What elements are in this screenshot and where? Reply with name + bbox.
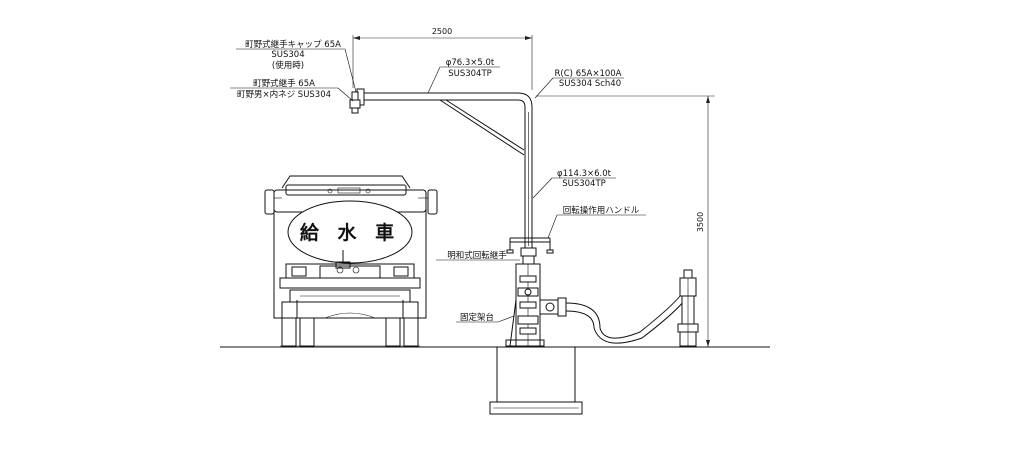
callout-joint: 町野式継手 65A 町野男×内ネジ SUS304 bbox=[230, 78, 354, 102]
callout-handle: 回転操作用ハンドル bbox=[547, 205, 646, 239]
rotation-handle bbox=[506, 237, 554, 254]
arm-pipe bbox=[362, 92, 525, 156]
callout-cap: 町野式継手キャップ 65A SUS304 (使用時) bbox=[236, 39, 357, 93]
cap-label-2: SUS304 bbox=[271, 50, 304, 60]
stand-label: 固定架台 bbox=[460, 312, 494, 323]
post-pipe-label-1: φ114.3×6.0t bbox=[557, 169, 612, 179]
callout-arm-pipe: φ76.3×5.0t SUS304TP bbox=[427, 58, 500, 94]
swivel-joint bbox=[520, 247, 537, 265]
swivel-label: 明和式回転継手 bbox=[447, 250, 507, 261]
callout-post-pipe: φ114.3×6.0t SUS304TP bbox=[532, 169, 616, 199]
vertical-post bbox=[524, 107, 533, 248]
dimension-horizontal: 2500 bbox=[352, 27, 533, 90]
dimension-3500: 3500 bbox=[696, 212, 705, 232]
water-truck: 給 水 車 bbox=[264, 175, 438, 347]
elbow bbox=[517, 92, 533, 108]
cap-label-3: (使用時) bbox=[272, 60, 304, 71]
handle-label: 回転操作用ハンドル bbox=[563, 205, 640, 216]
foundation-pit bbox=[489, 346, 583, 415]
nozzle-coupling bbox=[349, 88, 365, 114]
joint-label-2: 町野男×内ネジ SUS304 bbox=[237, 89, 331, 100]
supply-hose bbox=[565, 289, 691, 344]
dimension-vertical: 3500 bbox=[536, 95, 715, 348]
joint-label-1: 町野式継手 65A bbox=[253, 78, 315, 89]
arm-pipe-label-1: φ76.3×5.0t bbox=[446, 58, 495, 68]
elbow-label-1: R(C) 65A×100A bbox=[555, 69, 622, 79]
tank-label: 給 水 車 bbox=[300, 221, 400, 244]
hydrant bbox=[677, 269, 699, 347]
cap-label-1: 町野式継手キャップ 65A bbox=[245, 39, 341, 50]
arm-pipe-label-2: SUS304TP bbox=[448, 69, 492, 79]
post-pipe-label-2: SUS304TP bbox=[562, 179, 606, 189]
callout-swivel: 明和式回転継手 bbox=[436, 250, 520, 261]
dimension-2500: 2500 bbox=[432, 27, 452, 36]
callout-stand: 固定架台 bbox=[456, 312, 515, 323]
elbow-label-2: SUS304 Sch40 bbox=[559, 79, 621, 89]
fixed-stand bbox=[505, 263, 567, 347]
callout-elbow: R(C) 65A×100A SUS304 Sch40 bbox=[534, 69, 624, 99]
